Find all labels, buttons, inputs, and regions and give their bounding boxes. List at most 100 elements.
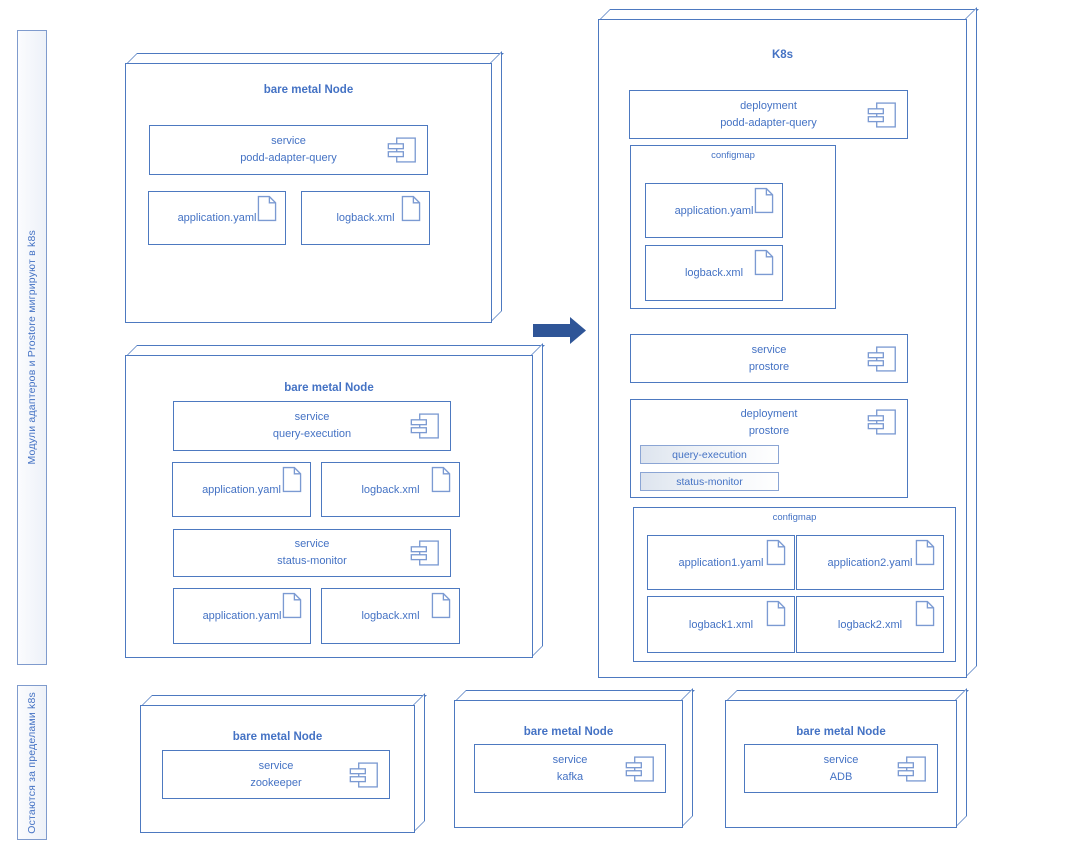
service-name: kafka — [556, 770, 584, 783]
document-icon — [754, 187, 774, 214]
file-label: logback.xml — [684, 267, 744, 279]
node-k8s: K8s deployment podd-adapter-query config… — [598, 7, 979, 678]
file-label: logback.xml — [336, 212, 395, 224]
module-label: query-execution — [672, 448, 747, 461]
document-icon — [431, 592, 451, 619]
component-icon — [349, 761, 378, 788]
service-label: service zookeeper — [250, 758, 301, 792]
node-bare-metal-podd-adapter: bare metal Node service podd-adapter-que… — [125, 51, 504, 323]
node-front-face: bare metal Node service ADB — [725, 700, 957, 828]
node-title: bare metal Node — [796, 726, 886, 738]
deployment-type: deployment — [740, 408, 798, 420]
node-front-face: bare metal Node service zookeeper — [140, 705, 415, 833]
file-application-yaml: application.yaml — [172, 462, 311, 517]
service-name: ADB — [829, 770, 853, 783]
component-icon — [625, 755, 654, 782]
service-adb: service ADB — [744, 744, 938, 793]
component-icon — [387, 137, 416, 163]
module-query-execution: query-execution — [640, 445, 779, 464]
file-label: application1.yaml — [678, 556, 764, 569]
service-podd-adapter-query: service podd-adapter-query — [149, 125, 428, 175]
file-logback2-xml: logback2.xml — [796, 596, 944, 653]
file-label: logback.xml — [361, 483, 420, 496]
deployment-name: podd-adapter-query — [720, 116, 817, 129]
component-icon — [897, 755, 926, 782]
sidebar-label-outside-text: Остаются за пределами k8s — [26, 691, 38, 834]
component-icon — [867, 409, 896, 435]
file-label: application.yaml — [177, 212, 257, 224]
node-title: bare metal Node — [232, 731, 323, 743]
node-front-face: bare metal Node service kafka — [454, 700, 683, 828]
file-application1-yaml: application1.yaml — [647, 535, 795, 590]
file-label: application.yaml — [202, 610, 282, 622]
file-application-yaml: application.yaml — [173, 588, 311, 644]
deployment-label: deployment podd-adapter-query — [720, 98, 817, 132]
service-type: service — [271, 135, 306, 147]
node-title: K8s — [771, 49, 794, 61]
document-icon — [766, 600, 786, 627]
sidebar-label-outside: Остаются за пределами k8s — [17, 685, 47, 840]
document-icon — [915, 600, 935, 627]
file-logback-xml: logback.xml — [321, 462, 460, 517]
service-label: service prostore — [749, 342, 789, 376]
service-type: service — [552, 753, 588, 766]
node-bare-metal-query-execution: bare metal Node service query-execution … — [125, 343, 545, 658]
configmap-title: configmap — [711, 150, 755, 161]
node-front-face: bare metal Node service podd-adapter-que… — [125, 63, 492, 323]
file-application-yaml: application.yaml — [148, 191, 286, 245]
deployment-label: deployment prostore — [631, 406, 907, 440]
module-label: status-monitor — [676, 475, 743, 488]
node-front-face: K8s deployment podd-adapter-query config… — [598, 19, 967, 678]
service-label: service ADB — [824, 752, 859, 786]
component-icon — [410, 540, 439, 566]
service-name: zookeeper — [250, 776, 302, 789]
node-bare-metal-kafka: bare metal Node service kafka — [454, 688, 695, 828]
service-label: service status-monitor — [277, 536, 347, 570]
service-query-execution: service query-execution — [173, 401, 451, 451]
component-icon — [867, 345, 896, 372]
document-icon — [431, 466, 451, 493]
node-bare-metal-adb: bare metal Node service ADB — [725, 688, 969, 828]
node-front-face: bare metal Node service query-execution … — [125, 355, 533, 658]
document-icon — [766, 539, 786, 566]
file-label: logback2.xml — [837, 618, 903, 631]
service-name: status-monitor — [277, 555, 347, 567]
file-label: logback1.xml — [688, 618, 754, 631]
service-label: service podd-adapter-query — [240, 133, 337, 167]
service-prostore: service prostore — [630, 334, 908, 383]
document-icon — [754, 249, 774, 276]
component-icon — [410, 413, 439, 439]
file-label: application.yaml — [674, 204, 754, 217]
service-status-monitor: service status-monitor — [173, 529, 451, 577]
component-icon — [867, 101, 896, 128]
service-zookeeper: service zookeeper — [162, 750, 390, 799]
service-type: service — [294, 411, 330, 423]
service-label: service query-execution — [273, 409, 351, 443]
service-type: service — [294, 538, 330, 550]
document-icon — [915, 539, 935, 566]
node-title: bare metal Node — [263, 84, 354, 96]
document-icon — [282, 466, 302, 493]
file-label: logback.xml — [361, 610, 420, 622]
service-label: service kafka — [553, 752, 588, 786]
document-icon — [282, 592, 302, 619]
deployment-name: prostore — [748, 425, 790, 437]
node-title: bare metal Node — [284, 382, 374, 394]
file-logback-xml: logback.xml — [321, 588, 460, 644]
deployment-podd-adapter-query: deployment podd-adapter-query — [629, 90, 908, 139]
file-label: application.yaml — [202, 483, 281, 496]
sidebar-label-migrate-text: Модули адаптеров и Prostore мигрируют в … — [26, 230, 38, 465]
service-type: service — [258, 759, 294, 772]
file-label: application2.yaml — [827, 556, 913, 569]
service-name: podd-adapter-query — [240, 152, 337, 164]
document-icon — [257, 195, 277, 222]
configmap-podd-adapter: configmap application.yaml logback.xml — [630, 145, 836, 309]
node-bare-metal-zookeeper: bare metal Node service zookeeper — [140, 693, 427, 833]
file-application2-yaml: application2.yaml — [796, 535, 944, 590]
configmap-title: configmap — [772, 512, 817, 523]
service-name: prostore — [748, 360, 790, 373]
node-title: bare metal Node — [523, 726, 614, 738]
service-name: query-execution — [272, 428, 352, 440]
service-kafka: service kafka — [474, 744, 666, 793]
